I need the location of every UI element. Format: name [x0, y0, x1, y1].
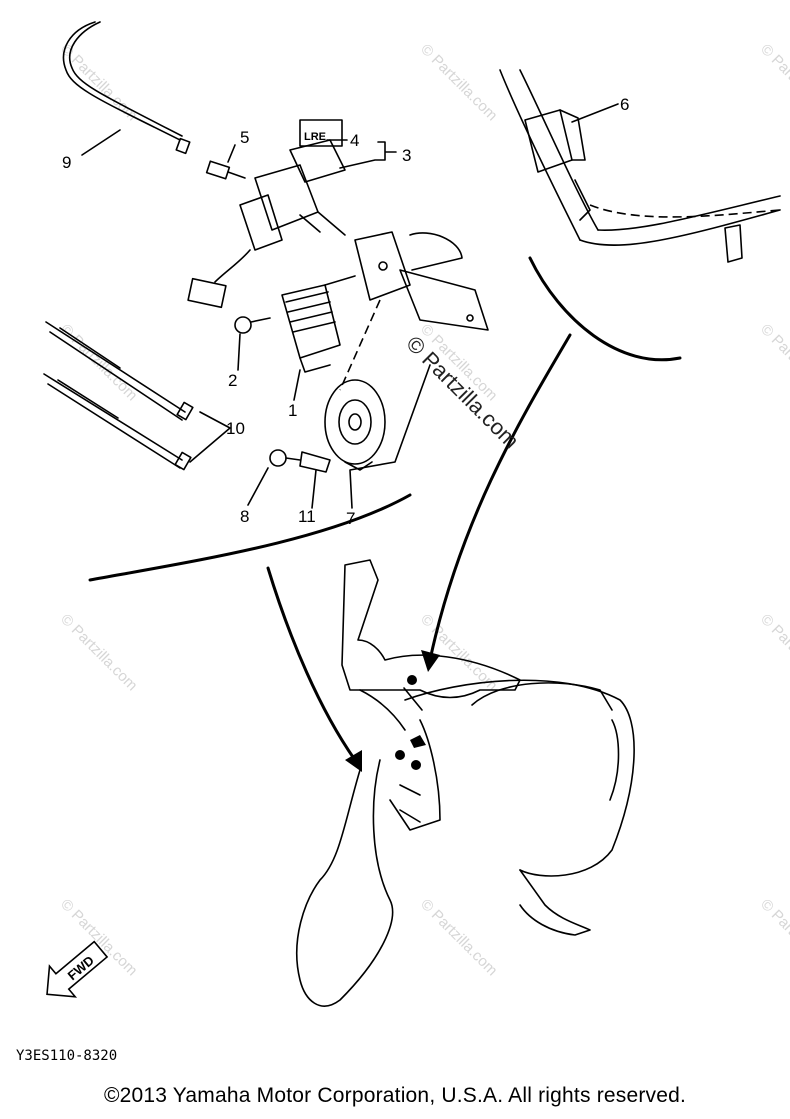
- part-1-rectifier-regulator: [281, 275, 356, 373]
- watermark-tile: © Partzilla.com: [757, 611, 790, 694]
- part-11-washer-clip: [299, 451, 331, 473]
- callout-5: 5: [240, 128, 249, 147]
- upper-group-bracket: [88, 493, 412, 582]
- arrow-to-right-location: [428, 333, 572, 662]
- arrow-head-left: [345, 750, 362, 772]
- part-7-horn: [324, 379, 386, 471]
- watermark-tile: © Partzilla.com: [757, 896, 790, 979]
- leader-lines: [81, 103, 619, 509]
- callouts: 9 5 4 3 6 2 1 10 8 11 7: [62, 95, 629, 528]
- watermark-tile: © Partzilla.com: [57, 611, 140, 694]
- watermark-tile: © Partzilla.com: [757, 321, 790, 404]
- part-3-main-switch: LRE: [187, 119, 346, 309]
- part-6-relay: [499, 69, 781, 263]
- scooter-outline: [296, 559, 635, 1007]
- svg-text:LRE: LRE: [304, 131, 326, 143]
- part-8-bolt: [269, 449, 301, 467]
- arrow-to-left-location: [266, 566, 357, 762]
- right-group-bracket: [528, 256, 682, 362]
- callout-8: 8: [240, 507, 249, 526]
- part-2-bolt: [234, 316, 271, 334]
- watermark-tile: © Partzilla.com: [57, 321, 140, 404]
- part-10-cable-bands: [43, 321, 194, 471]
- watermark-tile: © Partzilla.com: [417, 896, 500, 979]
- callout-10: 10: [226, 419, 245, 438]
- part-5-screw: [205, 160, 246, 180]
- diagram-code: Y3ES110-8320: [16, 1048, 117, 1064]
- callout-2: 2: [228, 371, 237, 390]
- callout-1: 1: [288, 401, 297, 420]
- callout-9: 9: [62, 153, 71, 172]
- part-9-wire: [62, 21, 191, 155]
- callout-6: 6: [620, 95, 629, 114]
- copyright-notice: ©2013 Yamaha Motor Corporation, U.S.A. A…: [103, 1084, 687, 1107]
- watermark-tile: © Partzilla.com: [417, 41, 500, 124]
- callout-7: 7: [346, 509, 355, 528]
- location-markers: [395, 675, 426, 823]
- bracket: [339, 231, 489, 391]
- watermark-tile: © Partzilla.com: [757, 41, 790, 124]
- callout-11: 11: [298, 507, 316, 526]
- arrow-head-right: [421, 650, 440, 672]
- callout-4: 4: [350, 131, 359, 150]
- watermark-layer: © Partzilla.com © Partzilla.com © Partzill…: [57, 41, 790, 979]
- callout-3: 3: [402, 146, 411, 165]
